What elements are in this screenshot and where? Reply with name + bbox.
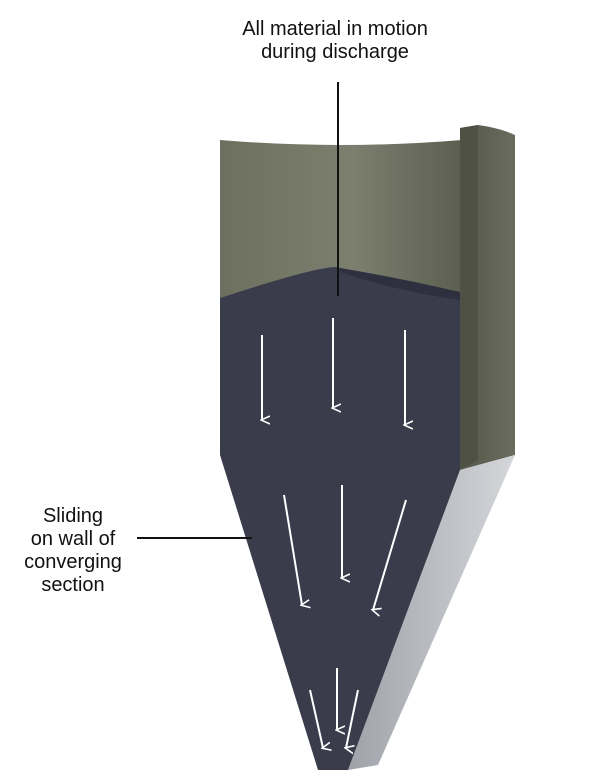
silo-wall-edge <box>460 125 478 470</box>
bulk-material <box>220 267 460 770</box>
down-arrow-icon <box>283 494 302 605</box>
down-arrow-icon <box>346 689 359 748</box>
sliding-annotation-line-1: Sliding <box>42 505 104 527</box>
sliding-annotation-line-2: on wall of <box>30 528 116 550</box>
hopper-side-wall <box>348 455 515 770</box>
motion-annotation: All material in motion during discharge <box>210 18 460 64</box>
flow-arrows <box>262 318 406 748</box>
sliding-annotation: Sliding on wall of converging section <box>10 505 136 597</box>
down-arrow-icon <box>373 499 407 610</box>
silo-wall-back <box>220 140 462 300</box>
motion-annotation-line-1: All material in motion <box>242 18 428 40</box>
motion-annotation-line-2: during discharge <box>261 41 409 63</box>
down-arrow-icon <box>309 689 323 748</box>
sliding-annotation-line-4: section <box>41 574 105 596</box>
sliding-annotation-line-3: converging <box>24 551 122 573</box>
material-surface <box>340 268 460 300</box>
